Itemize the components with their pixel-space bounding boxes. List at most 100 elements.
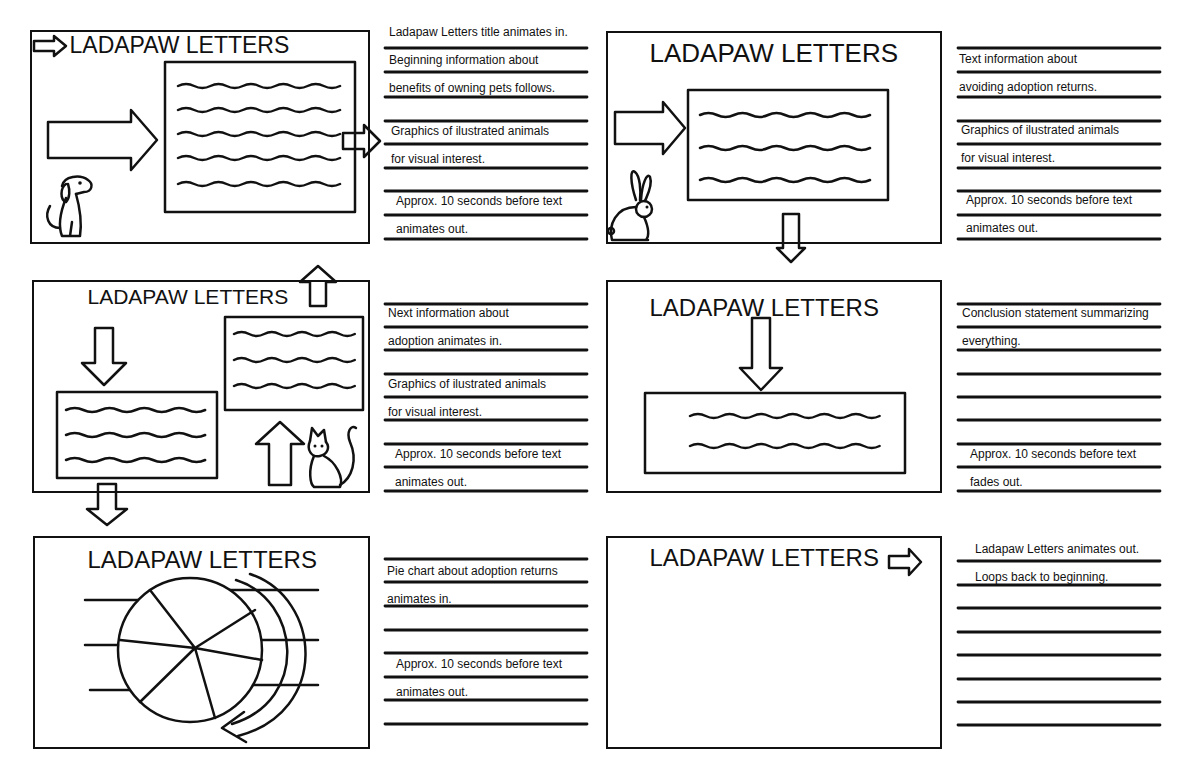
note-rule <box>958 701 1160 704</box>
placeholder-squiggle <box>178 132 340 136</box>
note-slot: Graphics of ilustrated animals for visua… <box>391 117 561 173</box>
motion-arrow <box>87 484 127 525</box>
placeholder-squiggle <box>700 146 870 150</box>
pie-slices <box>120 590 262 718</box>
note-rule <box>958 143 1160 146</box>
note-rule <box>385 143 587 146</box>
placeholder-squiggle <box>178 182 340 186</box>
pie-outline <box>118 578 262 722</box>
rabbit-head <box>636 201 652 217</box>
note-slot: Next information about adoption animates… <box>388 299 533 355</box>
panel-note: Text information about avoiding adoption… <box>959 45 1099 101</box>
panel-note: Ladapaw Letters animates out. Loops back… <box>975 535 1155 591</box>
note-rule <box>958 631 1160 634</box>
note-slot: Approx. 10 seconds before text animates … <box>396 187 576 243</box>
note-rule <box>385 558 587 561</box>
rabbit-body <box>611 207 648 240</box>
storyboard-panel: LADAPAW LETTERS <box>606 280 942 493</box>
panel-title: LADAPAW LETTERS <box>650 546 879 570</box>
note-rule <box>958 607 1160 610</box>
dog-illustration <box>47 177 91 236</box>
panel-note: Approx. 10 seconds before text animates … <box>396 650 576 706</box>
note-rule <box>385 71 587 74</box>
note-rule <box>958 560 1160 563</box>
note-slot: Text information about avoiding adoption… <box>959 45 1099 101</box>
panel-title: LADAPAW LETTERS <box>88 286 289 307</box>
motion-arrow <box>615 102 685 154</box>
note-rule <box>385 120 587 123</box>
placeholder-squiggle <box>66 408 205 412</box>
note-rule <box>958 584 1160 587</box>
note-rule <box>385 167 587 170</box>
note-slot: Conclusion statement summarizing everyth… <box>962 299 1167 355</box>
storyboard-panel: LADAPAW LETTERS <box>606 31 942 244</box>
panel-title: LADAPAW LETTERS <box>650 40 899 66</box>
rabbit-ear <box>631 171 640 200</box>
note-rule <box>958 396 1160 399</box>
cat-ears <box>310 428 326 442</box>
placeholder-squiggle <box>234 384 355 388</box>
note-slot: Graphics of ilustrated animals for visua… <box>388 370 558 426</box>
note-rule <box>958 214 1160 217</box>
note-rule <box>385 238 587 241</box>
note-rule <box>958 349 1160 352</box>
placeholder-squiggle <box>690 444 880 448</box>
note-rule <box>958 443 1160 446</box>
dog-body <box>60 194 81 236</box>
panel-note: Next information about adoption animates… <box>388 299 533 355</box>
dog-tail <box>47 206 60 228</box>
note-rule <box>385 47 587 50</box>
note-rule <box>385 676 587 679</box>
panel-note: Graphics of ilustrated animals for visua… <box>961 116 1131 172</box>
rabbit-eye <box>646 206 649 209</box>
note-rule <box>958 419 1160 422</box>
motion-arrow <box>82 328 126 385</box>
dog-head <box>62 177 91 194</box>
placeholder-squiggle <box>690 414 880 418</box>
note-rule <box>385 443 587 446</box>
note-rule <box>385 214 587 217</box>
note-rule <box>385 699 587 702</box>
panel-note: Ladapaw Letters title animates in. Begin… <box>389 18 577 102</box>
storyboard-panel: LADAPAW LETTERS <box>30 30 370 244</box>
note-slot: Ladapaw Letters title animates in. Begin… <box>389 18 577 102</box>
note-rule <box>385 652 587 655</box>
note-rule <box>385 303 587 306</box>
note-slot: Pie chart about adoption returns animate… <box>387 557 577 613</box>
note-rule <box>385 419 587 422</box>
panel-note: Approx. 10 seconds before text animates … <box>396 187 576 243</box>
motion-arrow <box>777 214 805 262</box>
text-placeholder-box <box>688 90 888 200</box>
note-rule <box>385 349 587 352</box>
storyboard-panel: LADAPAW LETTERS <box>32 280 370 493</box>
note-rule <box>958 326 1160 329</box>
note-slot: Graphics of ilustrated animals for visua… <box>961 116 1131 172</box>
rabbit-tail <box>608 228 614 234</box>
note-rule <box>958 71 1160 74</box>
motion-arrow <box>889 549 921 575</box>
note-slot: Approx. 10 seconds before text animates … <box>966 186 1146 242</box>
placeholder-squiggle <box>66 458 205 462</box>
pie-chart-sketch <box>85 574 318 742</box>
placeholder-squiggle <box>178 108 340 112</box>
panel-note: Graphics of ilustrated animals for visua… <box>391 117 561 173</box>
panel-note: Approx. 10 seconds before text animates … <box>966 186 1146 242</box>
note-rule <box>385 396 587 399</box>
motion-arrow <box>34 36 66 56</box>
text-placeholder-box <box>57 392 217 478</box>
text-placeholder-box <box>165 62 355 212</box>
note-rule <box>958 466 1160 469</box>
motion-arrow <box>256 422 304 485</box>
cat-illustration <box>309 427 356 487</box>
note-rule <box>385 490 587 493</box>
pie-leader-lines <box>85 600 138 690</box>
note-rule <box>385 581 587 584</box>
note-slot: Approx. 10 seconds before text animates … <box>395 440 575 496</box>
note-slot: Ladapaw Letters animates out. Loops back… <box>975 535 1155 591</box>
panel-note: Approx. 10 seconds before text fades out… <box>970 440 1152 496</box>
cat-eye <box>314 445 317 448</box>
note-rule <box>958 654 1160 657</box>
note-rule <box>385 326 587 329</box>
cat-eye <box>321 445 324 448</box>
